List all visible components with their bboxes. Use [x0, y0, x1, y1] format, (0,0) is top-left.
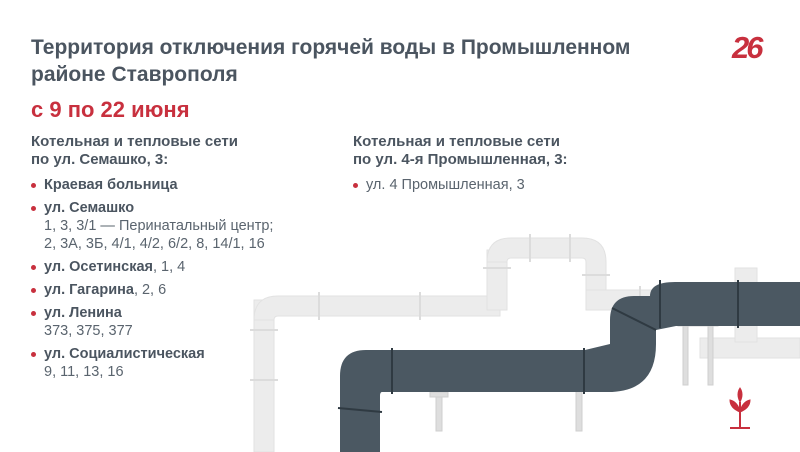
- bullet-dot-icon: [31, 183, 36, 188]
- left-column-heading: Котельная и тепловые сети по ул. Семашко…: [31, 133, 238, 168]
- plant-icon: [729, 387, 751, 429]
- bullet-dot-icon: [31, 265, 36, 270]
- bullet-dot-icon: [31, 352, 36, 357]
- bullet-dot-icon: [353, 183, 358, 188]
- left-column: Котельная и тепловые сети по ул. Семашко…: [31, 133, 351, 386]
- right-column-heading: Котельная и тепловые сети по ул. 4-я Про…: [353, 133, 568, 168]
- left-address-list: Краевая больница ул. Семашко 1, 3, 3/1 —…: [31, 176, 351, 381]
- date-range: с 9 по 22 июня: [31, 97, 190, 122]
- bullet-dot-icon: [31, 288, 36, 293]
- list-item: ул. Ленина 373, 375, 377: [31, 304, 351, 340]
- brand-logo: 26: [732, 30, 764, 65]
- bullet-dot-icon: [31, 206, 36, 211]
- list-item: ул. Семашко 1, 3, 3/1 — Перинатальный це…: [31, 199, 351, 253]
- right-column: Котельная и тепловые сети по ул. 4-я Про…: [353, 133, 673, 199]
- list-item: ул. Социалистическая 9, 11, 13, 16: [31, 345, 351, 381]
- list-item: ул. Гагарина, 2, 6: [31, 281, 351, 299]
- list-item: Краевая больница: [31, 176, 351, 194]
- list-item: ул. 4 Промышленная, 3: [353, 176, 673, 194]
- list-item: ул. Осетинская, 1, 4: [31, 258, 351, 276]
- page-title: Территория отключения горячей воды в Про…: [31, 36, 631, 86]
- bullet-dot-icon: [31, 311, 36, 316]
- right-address-list: ул. 4 Промышленная, 3: [353, 176, 673, 194]
